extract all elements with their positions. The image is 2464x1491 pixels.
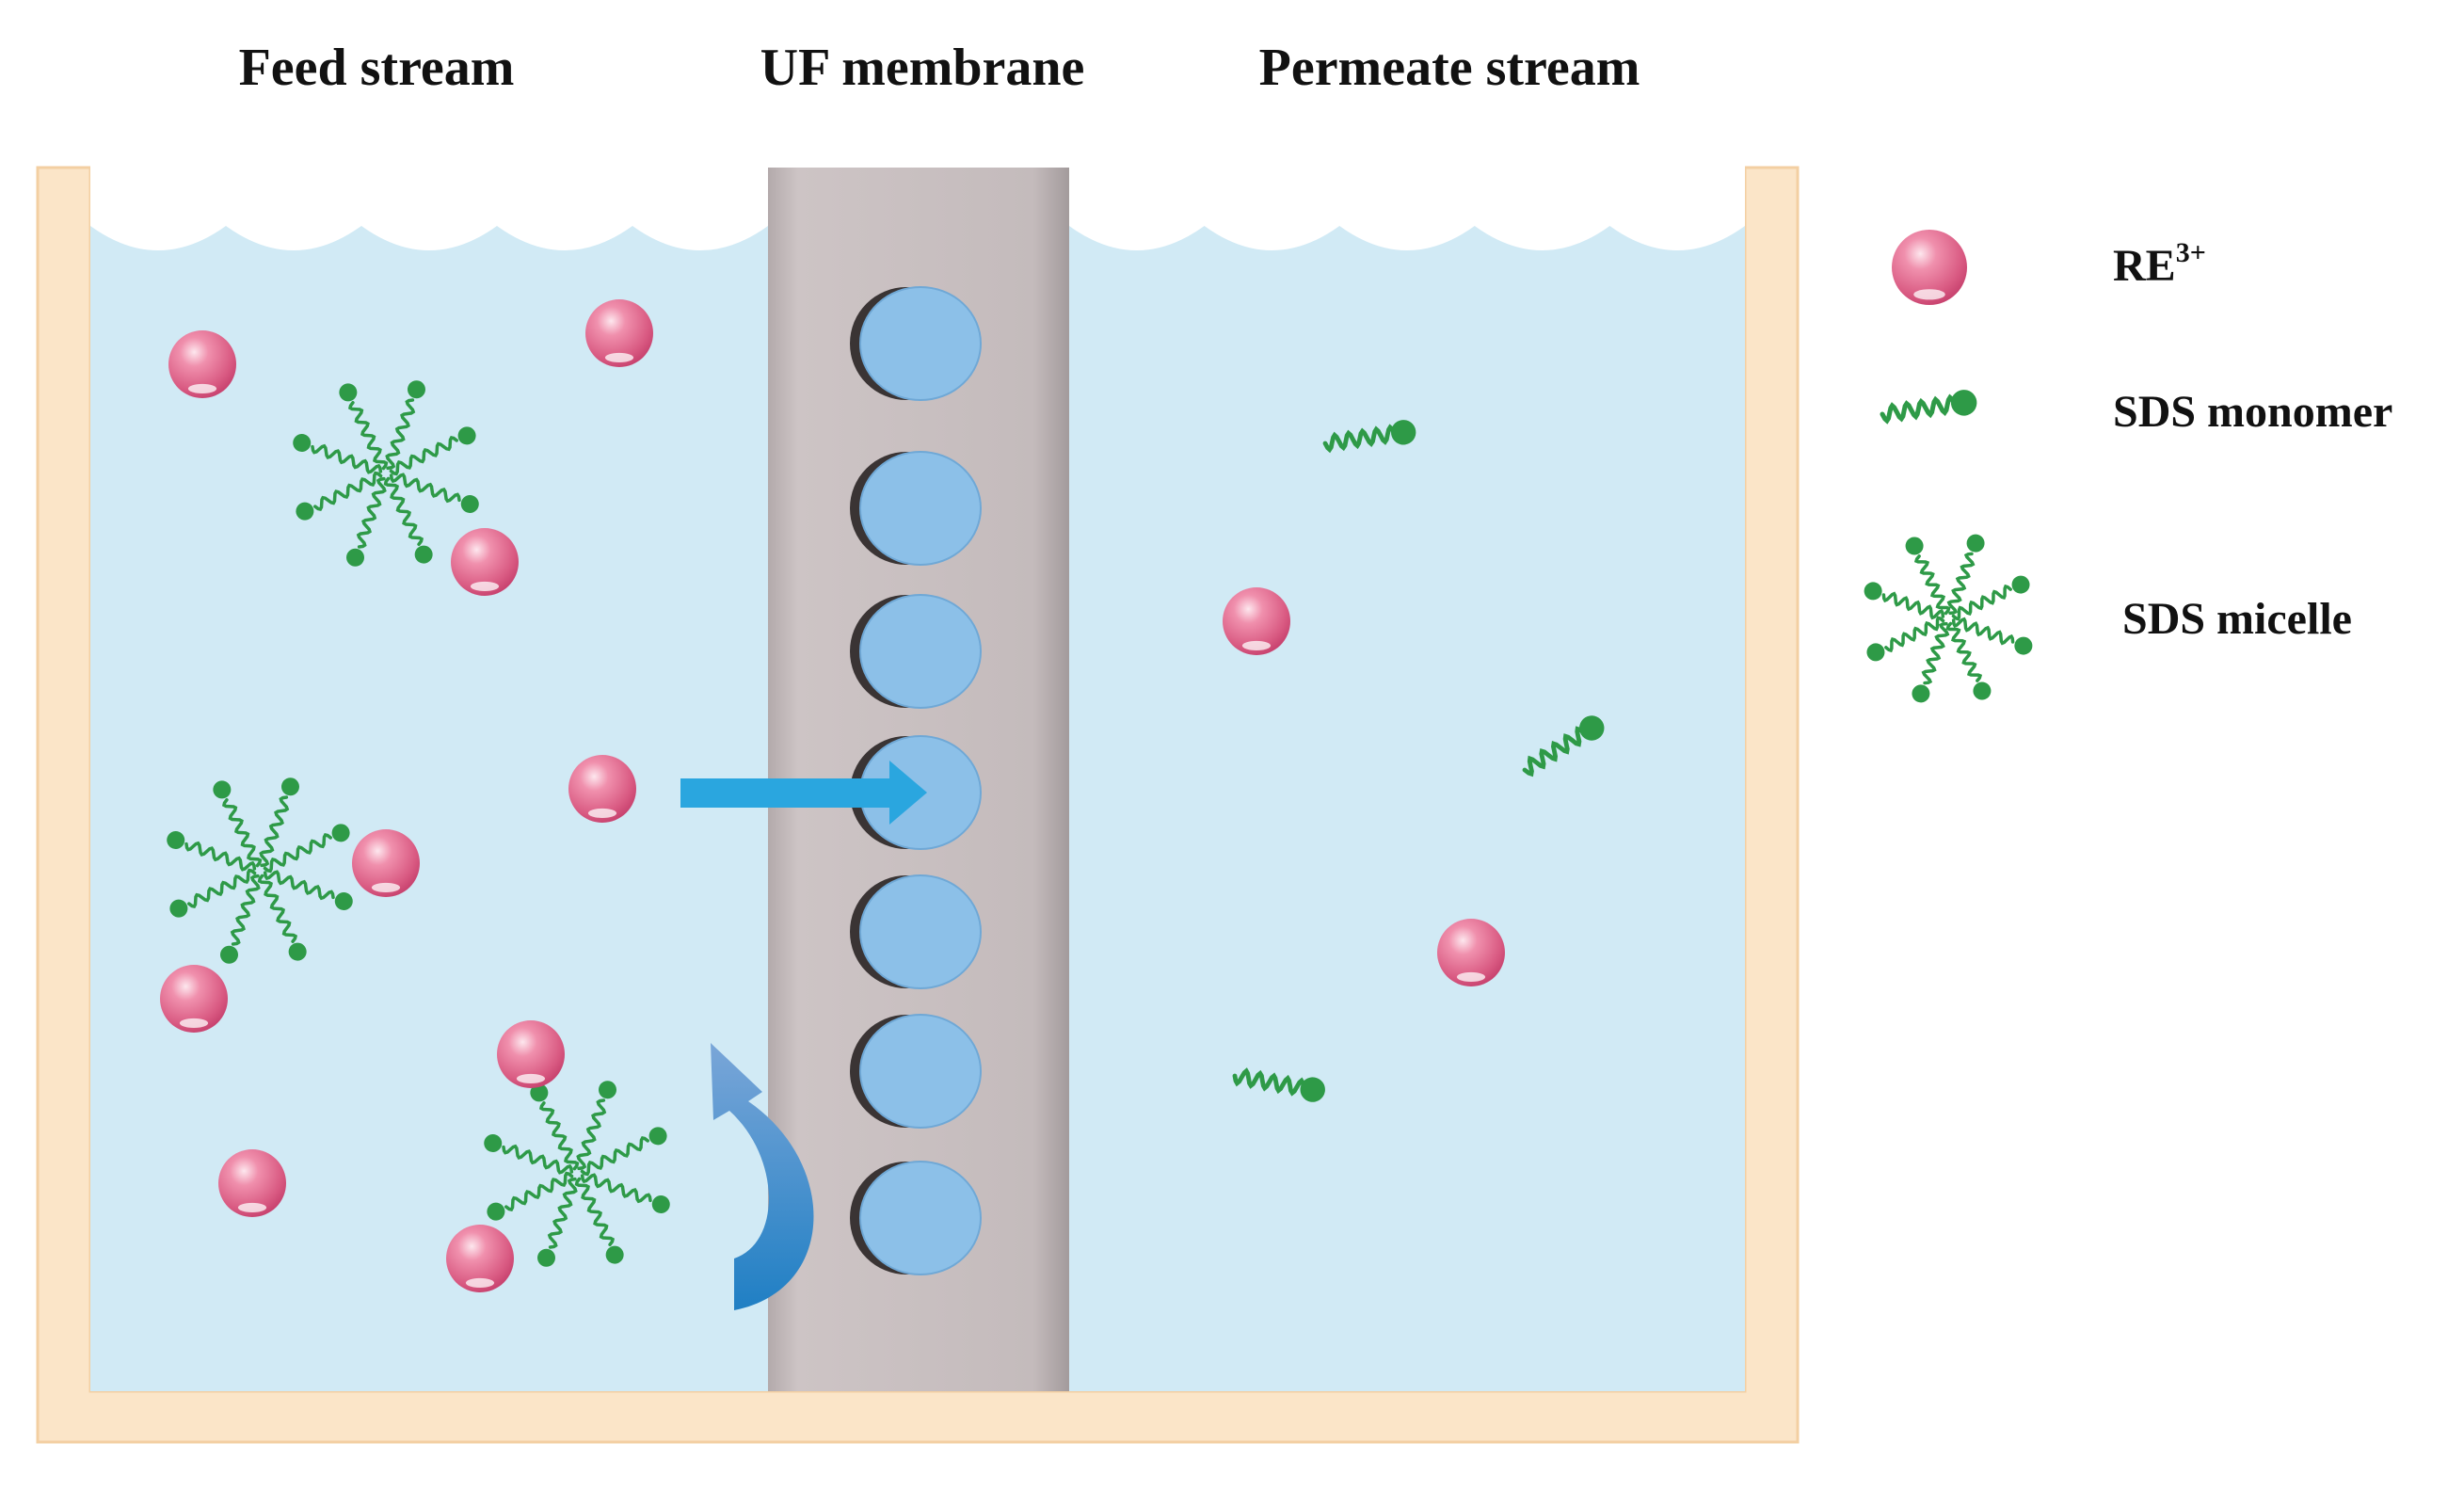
sds-monomer — [1322, 420, 1416, 454]
rare-earth-ion — [446, 1225, 514, 1292]
legend-ion-label: RE3+ — [2113, 237, 2206, 292]
feed-stream-heading: Feed stream — [238, 39, 515, 97]
rare-earth-ion — [497, 1020, 565, 1088]
legend-icons — [1864, 230, 2033, 703]
feed-surface-waves — [90, 160, 768, 250]
right-arrow-icon — [680, 761, 927, 825]
starburst-micelle-icon — [1864, 534, 2033, 703]
rare-earth-ion — [160, 965, 228, 1033]
membrane-pore — [850, 1014, 982, 1129]
sds-monomer — [1522, 715, 1605, 778]
rare-earth-ion — [218, 1149, 286, 1217]
sds-monomer — [1232, 1067, 1325, 1102]
permeate-surface-waves — [1069, 160, 1745, 250]
legend-micelle-label: SDS micelle — [2122, 594, 2352, 644]
curved-arrow-icon — [711, 1043, 814, 1310]
membrane-pore — [850, 451, 982, 566]
membrane-pore — [850, 594, 982, 709]
legend-ion-charge: 3+ — [2175, 237, 2206, 268]
membrane-pore — [850, 1161, 982, 1275]
rare-earth-ion — [168, 330, 236, 398]
rare-earth-ion — [352, 829, 420, 897]
flow-arrows — [680, 761, 927, 1310]
rare-earth-ion — [1223, 587, 1290, 655]
sds-micelle — [293, 380, 479, 567]
uf-membrane-heading: UF membrane — [760, 39, 1085, 97]
pink-sphere-icon — [1892, 230, 1967, 305]
sds-micelle — [167, 778, 353, 964]
squiggle-tail-icon — [1880, 390, 1977, 425]
legend-monomer-label: SDS monomer — [2113, 387, 2393, 437]
rare-earth-ion — [568, 755, 636, 823]
membrane-pore — [850, 874, 982, 989]
membrane-pore — [850, 286, 982, 401]
rare-earth-ion — [1437, 919, 1505, 986]
legend-ion-base: RE — [2113, 241, 2176, 291]
rare-earth-ion — [585, 299, 653, 367]
sds-micelle — [484, 1081, 670, 1267]
particles — [160, 299, 1605, 1292]
permeate-stream-heading: Permeate stream — [1258, 39, 1640, 97]
rare-earth-ion — [451, 528, 519, 596]
